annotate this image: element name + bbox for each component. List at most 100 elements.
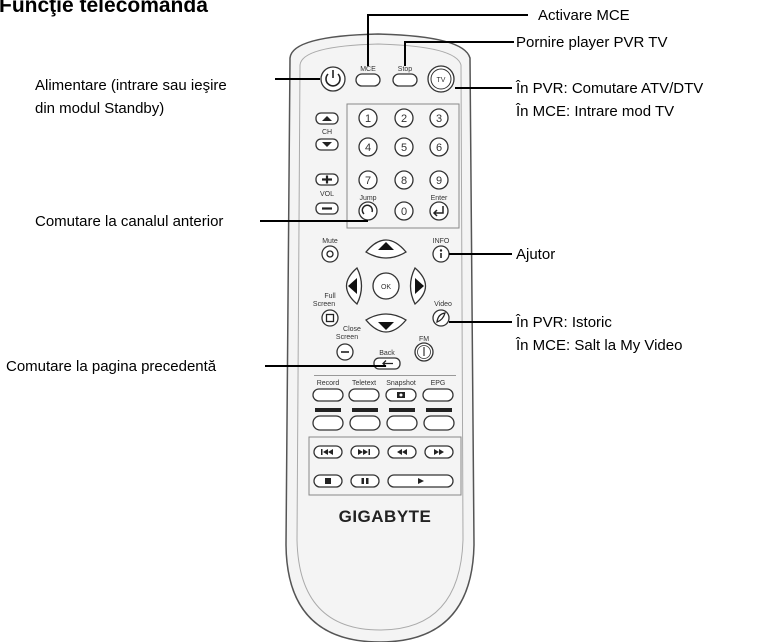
callout-comutare-atv-line2: În MCE: Intrare mod TV — [515, 103, 674, 120]
full-label-2: Screen — [313, 301, 335, 308]
remote-body — [285, 33, 475, 642]
callout-ajutor: Ajutor — [516, 246, 555, 263]
brand-logo: GIGABYTE — [339, 507, 432, 526]
prev-track-button[interactable] — [313, 445, 343, 459]
full-label-1: Full — [324, 293, 336, 300]
pause-button[interactable] — [350, 474, 380, 488]
svg-text:1: 1 — [365, 113, 371, 125]
digit-2-button[interactable]: 2 — [394, 108, 414, 128]
transport-frame — [308, 436, 462, 496]
numpad-frame — [346, 103, 460, 229]
info-button[interactable] — [432, 245, 450, 263]
color-button-2[interactable] — [349, 415, 381, 431]
nav-up-icon — [378, 242, 394, 250]
video-button[interactable] — [432, 309, 450, 327]
close-label-1: Close — [343, 326, 361, 333]
jump-button[interactable] — [358, 201, 378, 221]
color-bar-2 — [352, 408, 378, 412]
video-icon — [436, 312, 446, 323]
fm-button[interactable] — [414, 342, 434, 362]
fast-forward-icon — [434, 449, 444, 455]
snapshot-label: Snapshot — [386, 380, 416, 387]
callout-alimentare-line1: Alimentare (intrare sau ieşire — [35, 77, 227, 94]
teletext-button[interactable] — [348, 388, 380, 402]
stop-icon — [325, 478, 331, 484]
rewind-icon — [397, 449, 407, 455]
jump-label: Jump — [359, 195, 376, 202]
ok-label: OK — [381, 284, 391, 291]
svg-text:3: 3 — [436, 113, 442, 125]
record-label: Record — [317, 380, 340, 387]
remote-inner-outline — [296, 43, 464, 631]
digit-7-button[interactable]: 7 — [358, 170, 378, 190]
leader-lines — [260, 14, 528, 367]
digit-3-button[interactable]: 3 — [429, 108, 449, 128]
mce-label: MCE — [360, 66, 376, 73]
section-divider — [314, 375, 456, 376]
color-bar-4 — [426, 408, 452, 412]
arrow-down-icon — [322, 142, 332, 147]
enter-button[interactable] — [429, 201, 449, 221]
back-button[interactable] — [373, 357, 401, 370]
callout-canal-anterior: Comutare la canalul anterior — [35, 213, 223, 230]
nav-left-icon — [348, 278, 357, 294]
callout-istoric-line1: În PVR: Istoric — [515, 314, 612, 331]
ch-label: CH — [322, 129, 332, 136]
tv-button[interactable]: TV — [427, 65, 455, 93]
snapshot-button[interactable] — [385, 388, 417, 402]
color-button-1[interactable] — [312, 415, 344, 431]
close-screen-button[interactable] — [336, 343, 354, 361]
color-bar-3 — [389, 408, 415, 412]
video-label: Video — [434, 301, 452, 308]
info-label: INFO — [433, 238, 450, 245]
pause-icon — [361, 478, 369, 484]
svg-text:4: 4 — [365, 142, 371, 154]
fm-label: FM — [419, 336, 429, 343]
play-button[interactable] — [387, 474, 454, 488]
play-icon — [418, 478, 424, 484]
epg-label: EPG — [431, 380, 446, 387]
svg-text:0: 0 — [401, 206, 407, 218]
camera-icon — [397, 392, 405, 398]
record-button[interactable] — [312, 388, 344, 402]
digit-1-button[interactable]: 1 — [358, 108, 378, 128]
svg-text:7: 7 — [365, 175, 371, 187]
enter-icon — [432, 206, 444, 217]
stop-label: Stop — [398, 66, 413, 73]
fast-forward-button[interactable] — [424, 445, 454, 459]
arrow-up-icon — [322, 116, 332, 121]
callout-pornire-pvr: Pornire player PVR TV — [516, 34, 667, 51]
rewind-button[interactable] — [387, 445, 417, 459]
digit-8-button[interactable]: 8 — [394, 170, 414, 190]
mute-button[interactable] — [321, 245, 339, 263]
callout-pagina-precedenta: Comutare la pagina precedentă — [6, 358, 217, 375]
digit-9-button[interactable]: 9 — [429, 170, 449, 190]
power-button[interactable] — [320, 66, 346, 92]
fullscreen-button[interactable] — [321, 309, 339, 327]
mute-icon — [326, 250, 334, 258]
nav-down-icon — [378, 322, 394, 330]
mce-button[interactable] — [355, 73, 381, 87]
page-title: Funcţie telecomandă — [0, 0, 208, 17]
svg-text:8: 8 — [401, 175, 407, 187]
info-icon — [439, 249, 443, 258]
digit-4-button[interactable]: 4 — [358, 137, 378, 157]
back-label: Back — [379, 350, 395, 357]
epg-button[interactable] — [422, 388, 454, 402]
stop-button[interactable] — [392, 73, 418, 87]
color-button-3[interactable] — [386, 415, 418, 431]
callout-comutare-atv-line1: În PVR: Comutare ATV/DTV — [515, 80, 703, 97]
digit-0-button[interactable]: 0 — [394, 201, 414, 221]
close-label-2: Screen — [336, 334, 358, 341]
stop-transport-button[interactable] — [313, 474, 343, 488]
color-button-4[interactable] — [423, 415, 455, 431]
digit-5-button[interactable]: 5 — [394, 137, 414, 157]
nav-right-icon — [415, 278, 424, 294]
digit-6-button[interactable]: 6 — [429, 137, 449, 157]
ok-button[interactable]: OK — [372, 272, 400, 300]
next-track-button[interactable] — [350, 445, 380, 459]
fullscreen-icon — [325, 313, 335, 323]
next-track-icon — [358, 449, 370, 455]
vol-label: VOL — [320, 191, 334, 198]
